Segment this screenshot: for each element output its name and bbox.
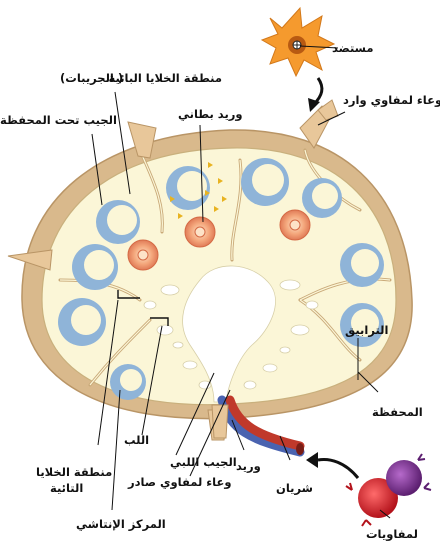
label-antigen: مستضد [332,41,374,55]
label-subcapsular-sinus: الجيب تحت المحفظة [0,113,117,127]
label-efferent-vessel: وعاء لمفاوي صادر [127,475,231,490]
label-afferent-vessel: وعاء لمفاوي وارد [343,93,440,108]
label-vein: وريد [236,459,261,474]
label-hev: وريد بطاني [178,107,243,122]
label-t-cell-zone-line1: منطقة الخلايا [36,465,112,479]
zone-brackets [117,290,169,326]
efferent-vessel [211,404,229,439]
label-medullary-sinus: الجيب اللبي [170,455,237,469]
antigen-cell [260,6,336,78]
antigen-particles [170,162,227,219]
label-t-cell-zone-line2: التائية [50,481,83,495]
label-follicles: (الجريبات ) [60,71,123,85]
arrow-head-top [308,98,320,112]
label-lymphocytes: لمفاويات [366,527,418,542]
label-trabeculae: الترابيق [345,323,388,337]
arrow-head-bottom [306,452,318,468]
afferent-vessel [317,99,339,121]
lymphocytes-cluster [345,453,432,527]
leader-lines [91,45,391,519]
label-germinal-center: المركز الإنتاشي [76,517,166,531]
label-capsule: المحفظة [372,405,423,419]
label-medulla: اللب [124,433,149,447]
hev-vessels [127,209,311,271]
label-artery: شريان [276,481,313,495]
label-b-cell-zone: منطقة الخلايا البائية [109,71,222,85]
follicles [58,158,384,400]
